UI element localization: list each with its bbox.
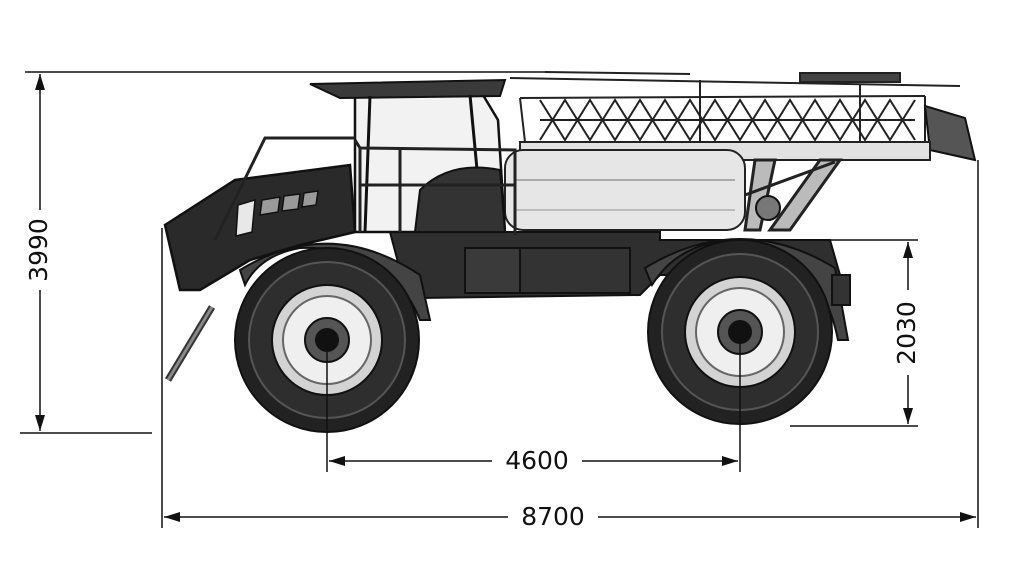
height-dimension xyxy=(20,71,545,434)
rear-light xyxy=(831,274,851,306)
hood-grille xyxy=(259,190,319,216)
boom-frame xyxy=(509,71,961,143)
wheel-center-height-label: 2030 xyxy=(892,301,921,365)
boom-pivot xyxy=(755,195,781,221)
access-ladder xyxy=(165,305,215,382)
wheel-height-dimension xyxy=(755,239,918,427)
boom-lift-arms xyxy=(743,158,843,232)
length-dimension xyxy=(161,160,979,528)
wheelbase-dimension xyxy=(326,332,741,472)
side-toolbox xyxy=(464,247,521,294)
dimension-lines xyxy=(20,71,979,528)
boom-end-bracket xyxy=(923,104,977,162)
wheelbase-label: 4600 xyxy=(505,446,569,475)
overall-height-label: 3990 xyxy=(24,218,53,282)
overall-length-label: 8700 xyxy=(521,502,585,531)
handrails xyxy=(213,136,517,241)
side-step xyxy=(519,247,631,294)
spray-tank xyxy=(504,149,746,231)
hood-light-panel xyxy=(235,198,256,237)
self-propelled-sprayer xyxy=(163,71,977,433)
